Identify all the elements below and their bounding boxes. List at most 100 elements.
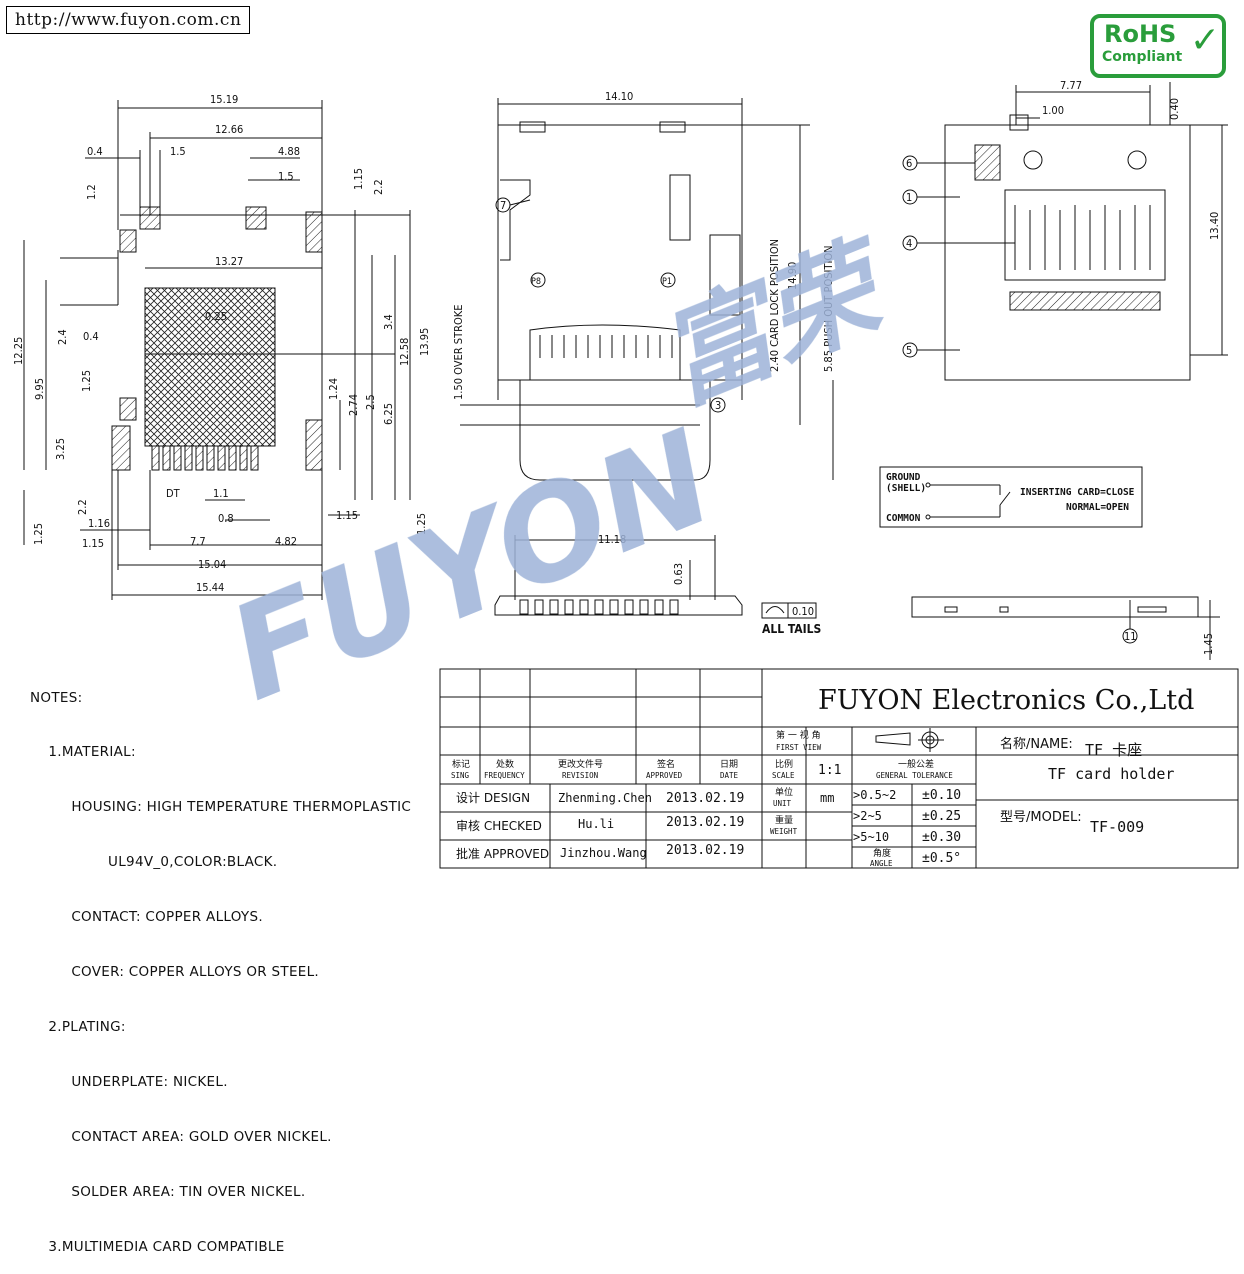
date-approved: 2013.02.19 (666, 843, 744, 858)
label-push-out: 5.85 PUSH OUT POSITION (822, 245, 835, 372)
notes-line: CONTACT: COPPER ALLOYS. (30, 909, 263, 926)
tol-value-angle: ±0.5° (922, 851, 961, 866)
dim-2-5: 2.5 (364, 394, 377, 410)
hdr-scale-cn: 比例 (775, 758, 793, 770)
weight-cn: 重量 (775, 814, 793, 826)
dim-15-44: 15.44 (196, 581, 224, 594)
dim-3-4: 3.4 (382, 314, 395, 330)
dim-14-90: 14.90 (786, 262, 799, 290)
model-value: TF-009 (1090, 818, 1144, 836)
role-design: 设计 DESIGN (456, 791, 530, 805)
dim-9-95: 9.95 (33, 378, 46, 400)
dim-0-40: 0.40 (1168, 98, 1181, 120)
dim-4-88: 4.88 (278, 145, 300, 158)
hdr-approved-en: APPROVED (646, 771, 683, 780)
label-all-tails: ALL TAILS (762, 622, 821, 636)
dim-1-5-b: 1.5 (278, 170, 294, 183)
label-ground: GROUND (886, 472, 921, 483)
dim-7-77: 7.77 (1060, 79, 1082, 92)
callout-1: 1 (906, 191, 912, 204)
bottom-view-labels: 7.77 1.00 0.40 13.40 6 1 4 5 (906, 79, 1221, 357)
notes-line: UL94V_0,COLOR:BLACK. (30, 854, 278, 871)
angle-en: ANGLE (870, 859, 893, 868)
dim-2-74: 2.74 (347, 394, 360, 416)
front-side-labels: 11.18 0.63 0.10 ALL TAILS 1.45 11 (598, 533, 1215, 655)
label-card-lock: 2.40 CARD LOCK POSITION (768, 239, 781, 372)
hdr-tol-cn: 一般公差 (898, 758, 934, 770)
name-label: 名称/NAME: (1000, 736, 1073, 752)
top-view-labels: 14.10 14.90 1.50 OVER STROKE 2.40 CARD L… (452, 90, 835, 412)
dim-13-27: 13.27 (215, 255, 243, 268)
model-label: 型号/MODEL: (1000, 810, 1082, 825)
hdr-freq-en: FREQUENCY (484, 771, 525, 780)
first-view-cn: 第 一 视 角 (776, 729, 821, 741)
callout-4: 4 (906, 237, 912, 250)
dim-1-2: 1.2 (85, 184, 98, 200)
hdr-date-en: DATE (720, 771, 739, 780)
rohs-text: RoHS (1104, 20, 1177, 48)
bottom-view (902, 82, 1228, 381)
notes-line: 2.PLATING: (30, 1018, 126, 1035)
dim-2-2-bottom: 2.2 (76, 499, 89, 515)
name-approved: Jinzhou.Wang (560, 846, 647, 860)
dim-1-25-left: 1.25 (32, 523, 45, 545)
callout-6: 6 (906, 157, 912, 170)
dim-1-15-left: 1.15 (82, 537, 104, 550)
rohs-badge: RoHS Compliant ✓ (1090, 14, 1226, 78)
hdr-date-cn: 日期 (720, 759, 738, 770)
name-cn: TF 卡座 (1085, 741, 1142, 759)
dim-6-25: 6.25 (382, 403, 395, 425)
callout-7: 7 (500, 199, 506, 212)
dim-0-63: 0.63 (672, 563, 685, 585)
label-common: COMMON (886, 513, 921, 524)
hdr-freq-cn: 处数 (496, 758, 514, 770)
tol-value-2: ±0.25 (922, 809, 961, 824)
dim-1-25-right: 1.25 (415, 513, 428, 535)
dim-1-5-a: 1.5 (170, 145, 186, 158)
unit-value: mm (820, 791, 834, 805)
footprint-dim-labels: 15.19 12.66 0.4 1.5 4.88 1.5 1.2 1.15 2.… (12, 93, 431, 594)
callout-p8: P8 (531, 277, 541, 287)
dim-2-4: 2.4 (56, 329, 69, 345)
tol-range-3: >5~10 (853, 830, 889, 844)
label-dt: DT (166, 487, 181, 500)
dim-2-2-top: 2.2 (372, 179, 385, 195)
dim-13-40: 13.40 (1208, 212, 1221, 240)
callout-5: 5 (906, 344, 912, 357)
dim-11-18: 11.18 (598, 533, 626, 546)
top-view (460, 98, 834, 481)
hdr-approved-cn: 签名 (657, 758, 675, 770)
callout-p1: P1 (662, 277, 672, 287)
side-view (911, 596, 1220, 660)
rohs-compliant-text: Compliant (1102, 49, 1183, 65)
dim-1-16: 1.16 (88, 517, 110, 530)
dim-14-10: 14.10 (605, 90, 633, 103)
date-design: 2013.02.19 (666, 791, 744, 806)
dim-0-25: 0.25 (205, 310, 227, 323)
tol-range-2: >2~5 (853, 809, 882, 823)
website-url: http://www.fuyon.com.cn (6, 6, 251, 34)
notes-line: SOLDER AREA: TIN OVER NICKEL. (30, 1183, 306, 1200)
hdr-sing-cn: 标记 (452, 758, 470, 770)
hdr-rev-en: REVISION (562, 771, 598, 780)
title-block-text: FUYON Electronics Co.,Ltd 第 一 视 角 FIRST … (451, 685, 1194, 868)
weight-en: WEIGHT (770, 827, 798, 836)
notes-line: COVER: COPPER ALLOYS OR STEEL. (30, 964, 320, 981)
name-checked: Hu.li (578, 817, 614, 831)
dim-1-15-top: 1.15 (352, 168, 365, 190)
dim-7-7: 7.7 (190, 535, 206, 548)
dim-12-25: 12.25 (12, 337, 25, 365)
hdr-rev-cn: 更改文件号 (558, 758, 603, 770)
tol-value-3: ±0.30 (922, 830, 961, 845)
dim-1-24: 1.24 (327, 378, 340, 400)
label-shell: (SHELL) (886, 483, 926, 494)
unit-en: UNIT (773, 799, 792, 808)
dim-12-58: 12.58 (398, 338, 411, 366)
label-over-stroke: 1.50 OVER STROKE (452, 304, 465, 400)
callout-11: 11 (1124, 630, 1137, 643)
callout-3: 3 (715, 399, 721, 412)
notes-block: NOTES: 1.MATERIAL: HOUSING: HIGH TEMPERA… (30, 652, 411, 1274)
notes-line: UNDERPLATE: NICKEL. (30, 1073, 228, 1090)
role-checked: 审核 CHECKED (456, 818, 542, 833)
tol-value-1: ±0.10 (922, 788, 961, 803)
